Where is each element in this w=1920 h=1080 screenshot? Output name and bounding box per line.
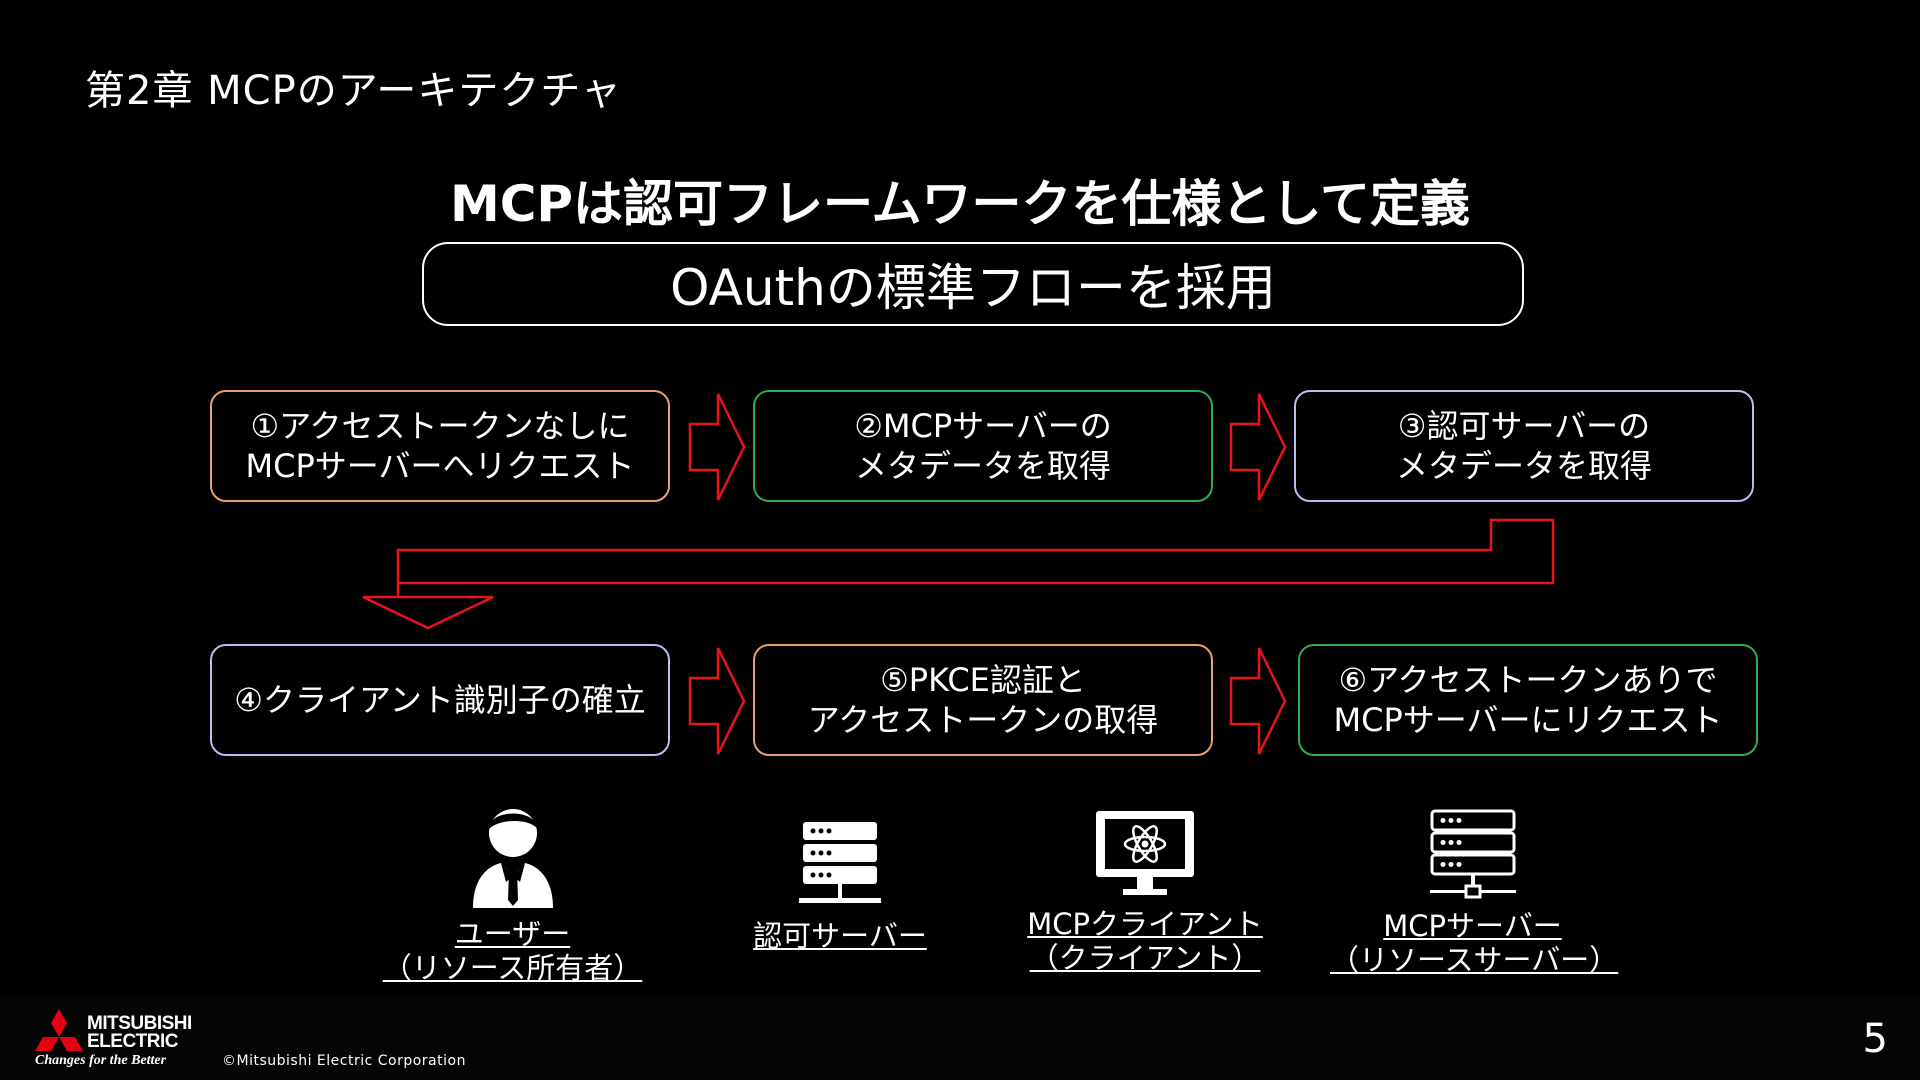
step-4-label: ④クライアント識別子の確立 (234, 681, 646, 719)
main-title: MCPは認可フレームワークを仕様として定義 (449, 175, 1471, 233)
step-4-box: ④クライアント識別子の確立 (210, 644, 670, 756)
step-2-box: ②MCPサーバーの メタデータを取得 (753, 390, 1213, 502)
role-user-label: ユーザー （リソース所有者） (382, 917, 643, 985)
oauth-box: OAuthの標準フローを採用 (422, 242, 1524, 326)
arrow-5-to-6 (1229, 647, 1287, 755)
step-3-label: ③認可サーバーの メタデータを取得 (1395, 407, 1652, 485)
step-2-label: ②MCPサーバーの メタデータを取得 (854, 407, 1112, 485)
oauth-label: OAuthの標準フローを採用 (670, 259, 1276, 317)
brand-line-2: ELECTRIC (87, 1031, 178, 1052)
arrow-1-to-2 (688, 393, 746, 501)
step-1-label: ①アクセストークンなしに MCPサーバーへリクエスト (245, 407, 635, 485)
step-6-box: ⑥アクセストークンありで MCPサーバーにリクエスト (1298, 644, 1758, 756)
arrow-2-to-3 (1229, 393, 1287, 501)
step-5-label: ⑤PKCE認証と アクセストークンの取得 (807, 661, 1159, 739)
role-auth-server-label: 認可サーバー (753, 919, 927, 953)
step-3-box: ③認可サーバーの メタデータを取得 (1294, 390, 1754, 502)
chapter-title: 第2章 MCPのアーキテクチャ (85, 68, 622, 114)
step-5-box: ⑤PKCE認証と アクセストークンの取得 (753, 644, 1213, 756)
role-user: ユーザー （リソース所有者） (370, 800, 655, 985)
role-mcp-server: MCPサーバー （リソースサーバー） (1330, 808, 1619, 977)
role-mcp-server-label: MCPサーバー （リソースサーバー） (1330, 909, 1619, 977)
role-mcp-client-label: MCPクライアント （クライアント） (1027, 907, 1263, 975)
copyright: ©Mitsubishi Electric Corporation (222, 1053, 466, 1069)
arrow-3-to-4 (362, 518, 1555, 630)
role-auth-server: 認可サーバー (720, 820, 960, 953)
server-icon (799, 822, 881, 903)
brand-line-1: MITSUBISHI (87, 1013, 192, 1034)
mitsubishi-logo (35, 1009, 83, 1051)
monitor-atom-icon (1096, 811, 1194, 895)
brand-name: MITSUBISHI ELECTRIC (87, 1013, 192, 1052)
step-6-label: ⑥アクセストークンありで MCPサーバーにリクエスト (1333, 661, 1723, 739)
role-mcp-client: MCPクライアント （クライアント） (1015, 808, 1275, 975)
footer-bar (0, 995, 1920, 1080)
arrow-4-to-5 (688, 647, 746, 755)
network-server-icon (1429, 809, 1516, 899)
page-number: 5 (1862, 1016, 1888, 1062)
step-1-box: ①アクセストークンなしに MCPサーバーへリクエスト (210, 390, 670, 502)
brand-tagline: Changes for the Better (35, 1053, 167, 1068)
user-icon (472, 809, 553, 908)
